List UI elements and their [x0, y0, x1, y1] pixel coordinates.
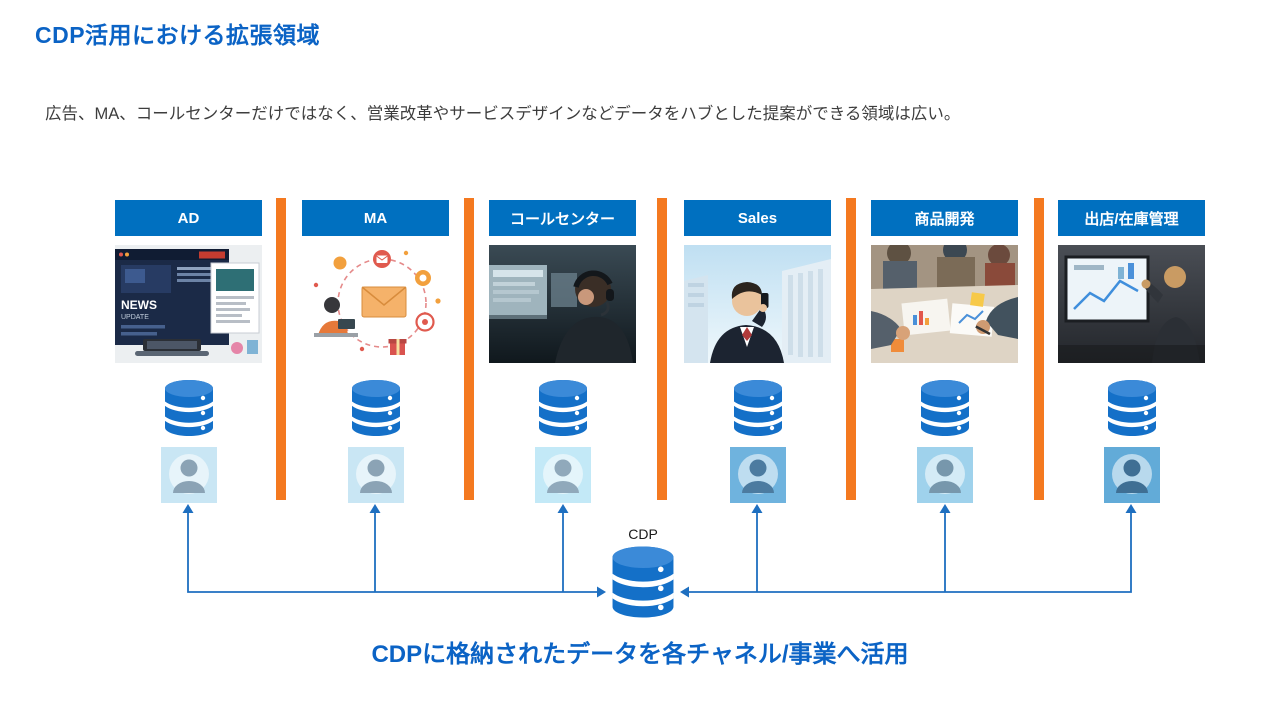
database-icon [538, 380, 587, 436]
store-inventory-photo [1058, 245, 1205, 363]
person-icon [347, 447, 404, 503]
column-header-label: コールセンター [509, 210, 615, 228]
column-header-label: AD [177, 209, 200, 227]
channel-column-sales: Sales [684, 200, 831, 503]
person-icon [916, 447, 973, 503]
channel-column-ad: AD NEWS UPDATE [115, 200, 262, 503]
channel-column-store-inventory: 出店/在庫管理 [1058, 200, 1205, 503]
column-divider [276, 198, 286, 500]
column-header: MA [302, 200, 449, 236]
column-header: Sales [684, 200, 831, 236]
page-title: CDP活用における拡張領域 [35, 22, 321, 48]
person-silhouette-icon [737, 454, 778, 494]
cdp-label: CDP [628, 526, 658, 542]
person-silhouette-icon [168, 454, 209, 494]
person-icon [160, 447, 217, 503]
cdp-database-icon [612, 546, 674, 618]
person-silhouette-icon [355, 454, 396, 494]
sales-call-photo [684, 245, 831, 363]
call-center-photo [489, 245, 636, 363]
database-icon [920, 380, 969, 436]
channel-column-callcenter: コールセンター [489, 200, 636, 503]
column-header-label: MA [363, 209, 388, 227]
channel-column-product-dev: 商品開発 [871, 200, 1018, 503]
column-divider [1034, 198, 1044, 500]
column-header-label: 商品開発 [914, 210, 975, 228]
footer-caption: CDPに格納されたデータを各チャネル/事業へ活用 [371, 641, 909, 668]
column-header: 出店/在庫管理 [1058, 200, 1205, 236]
person-icon [729, 447, 786, 503]
channel-column-ma: MA [302, 200, 449, 503]
person-icon [534, 447, 591, 503]
marketing-automation-illustration [302, 245, 449, 363]
database-icon [733, 380, 782, 436]
person-silhouette-icon [542, 454, 583, 494]
ad-web-collage-photo: NEWS UPDATE [115, 245, 262, 363]
person-icon [1103, 447, 1160, 503]
column-header: AD [115, 200, 262, 236]
database-icon [1107, 380, 1156, 436]
page-subtitle: 広告、MA、コールセンターだけではなく、営業改革やサービスデザインなどデータをハ… [45, 105, 961, 123]
person-silhouette-icon [1111, 454, 1152, 494]
column-header-label: 出店/在庫管理 [1084, 210, 1179, 228]
database-icon [164, 380, 213, 436]
person-silhouette-icon [924, 454, 965, 494]
cdp-hub: CDP [610, 526, 676, 619]
column-header: 商品開発 [871, 200, 1018, 236]
svg-text:UPDATE: UPDATE [121, 314, 149, 321]
database-icon [351, 380, 400, 436]
svg-text:NEWS: NEWS [121, 298, 157, 312]
column-divider [657, 198, 667, 500]
column-divider [464, 198, 474, 500]
product-development-photo [871, 245, 1018, 363]
column-header-label: Sales [737, 209, 778, 227]
column-header: コールセンター [489, 200, 636, 236]
column-divider [846, 198, 856, 500]
